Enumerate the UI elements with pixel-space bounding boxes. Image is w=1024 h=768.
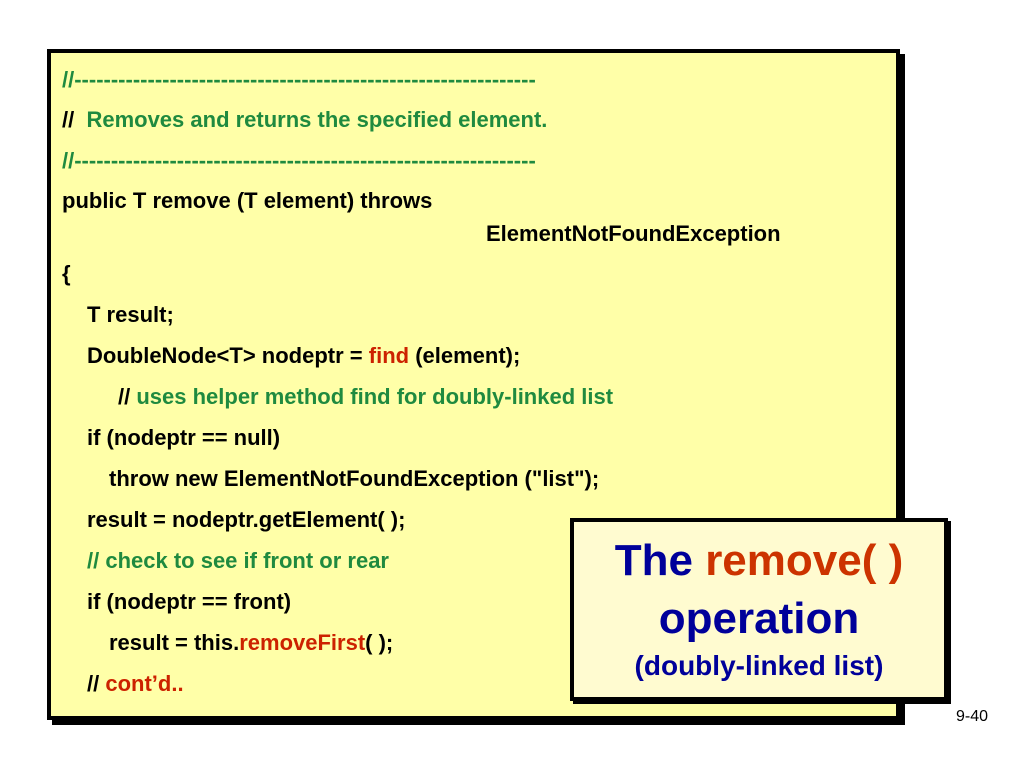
comment-slashes: //: [87, 671, 106, 696]
comment-slashes: //: [118, 384, 137, 409]
get-element-statement: result = nodeptr.getElement( );: [87, 507, 406, 532]
throw-statement: throw new ElementNotFoundException ("lis…: [109, 466, 600, 491]
code-line: DoubleNode<T> nodeptr = find (element);: [87, 343, 520, 369]
comment-divider-bottom: //--------------------------------------…: [62, 148, 536, 173]
find-method-name: find: [368, 343, 410, 368]
code-line: result = this.removeFirst( );: [109, 630, 393, 656]
title-subtitle: (doubly-linked list): [634, 650, 884, 681]
title-method-name: remove( ): [705, 536, 904, 585]
title-operation: operation: [658, 594, 860, 643]
helper-method-comment: uses helper method find for doubly-linke…: [136, 384, 614, 409]
remove-first-call-args: ( );: [365, 630, 394, 655]
code-line: // uses helper method find for doubly-li…: [118, 384, 613, 410]
front-rear-comment: check to see if front or rear: [105, 548, 389, 573]
comment-slashes: //: [62, 107, 87, 132]
find-call-args: (element);: [409, 343, 521, 368]
code-line: //--------------------------------------…: [62, 148, 536, 174]
code-line: // check to see if front or rear: [87, 548, 389, 574]
front-check: if (nodeptr == front): [87, 589, 292, 614]
comment-divider-top: //--------------------------------------…: [62, 67, 536, 92]
result-declaration: T result;: [87, 302, 174, 327]
slide-number: 9-40: [956, 708, 989, 725]
remove-first-assignment: result = this.: [109, 630, 240, 655]
code-line: // cont’d..: [87, 671, 184, 697]
open-brace: {: [62, 261, 71, 286]
continued-comment: cont’d..: [105, 671, 184, 696]
method-description-comment: Removes and returns the specified elemen…: [86, 107, 548, 132]
method-signature: public T remove (T element) throws: [62, 188, 433, 213]
code-panel: //--------------------------------------…: [47, 49, 900, 720]
comment-slashes: //: [87, 548, 106, 573]
title-the: The: [614, 536, 693, 585]
slide-title-line: The remove( ): [574, 536, 944, 586]
code-line: //--------------------------------------…: [62, 67, 536, 93]
code-line: // Removes and returns the specified ele…: [62, 107, 547, 133]
slide-title-callout: The remove( ) operation (doubly-linked l…: [570, 518, 948, 701]
remove-first-method-name: removeFirst: [239, 630, 366, 655]
nodeptr-declaration: DoubleNode<T> nodeptr =: [87, 343, 369, 368]
null-check: if (nodeptr == null): [87, 425, 281, 450]
method-signature-exception: ElementNotFoundException: [486, 221, 781, 246]
